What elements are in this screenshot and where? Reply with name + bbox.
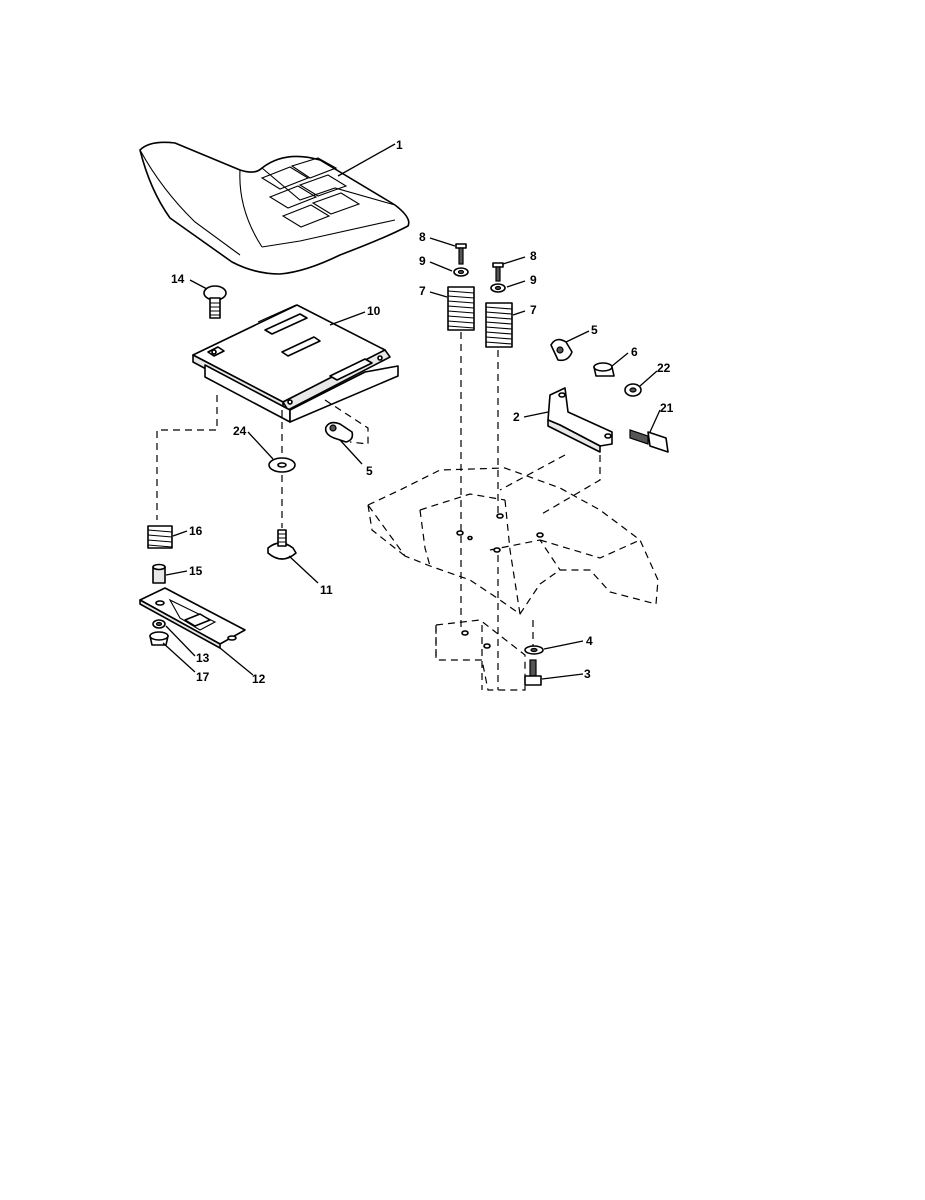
spring-7-right [485, 302, 513, 348]
callout-8-left: 8 [419, 230, 426, 244]
callout-21: 21 [660, 401, 674, 415]
callout-13: 13 [196, 651, 210, 665]
callout-14: 14 [171, 272, 185, 286]
spring-16 [147, 525, 173, 549]
callout-10: 10 [367, 304, 381, 318]
lock-washer [152, 619, 166, 629]
callout-22: 22 [657, 361, 671, 375]
washer-9-right [490, 283, 506, 293]
callout-7-left: 7 [419, 284, 426, 298]
flat-washer-24 [268, 457, 296, 473]
washer-22 [624, 383, 642, 397]
washer-9-left [453, 267, 469, 277]
tractor-frame-phantom [367, 467, 659, 691]
bracket-plate [139, 587, 246, 649]
callout-24: 24 [233, 424, 247, 438]
shoulder-bolt [629, 429, 669, 453]
callout-8-right: 8 [530, 249, 537, 263]
callout-9-right: 9 [530, 273, 537, 287]
callout-7-right: 7 [530, 303, 537, 317]
bolt-8-left [455, 243, 467, 265]
hex-nut-6 [593, 362, 615, 377]
callout-17: 17 [196, 670, 210, 684]
hex-bolt-3 [524, 659, 542, 686]
seat-clip-left [324, 399, 369, 445]
callout-16: 16 [189, 524, 203, 538]
alignment-lines-left [156, 395, 283, 528]
callout-11: 11 [320, 583, 333, 597]
spacer [152, 563, 166, 584]
callout-2: 2 [513, 410, 520, 424]
callout-6: 6 [631, 345, 638, 359]
seat-pan [192, 304, 399, 423]
callout-1: 1 [396, 138, 403, 152]
seat [139, 141, 410, 275]
callout-12: 12 [252, 672, 266, 686]
carriage-bolt [203, 285, 227, 319]
callout-5-left: 5 [366, 464, 373, 478]
callout-labels: 1 14 10 24 5 16 15 11 13 17 12 8 9 7 8 9… [171, 138, 674, 686]
seat-clip-right [550, 338, 573, 362]
callout-15: 15 [189, 564, 203, 578]
alignment-lines-right [460, 332, 601, 690]
adjustment-knob [267, 529, 297, 560]
callout-9-left: 9 [419, 254, 426, 268]
callout-4: 4 [586, 634, 593, 648]
bolt-8-right [492, 262, 504, 282]
nut-17 [149, 631, 169, 646]
leader-lines [162, 143, 661, 680]
washer-4 [524, 645, 544, 655]
callout-3: 3 [584, 667, 591, 681]
callout-5-right: 5 [591, 323, 598, 337]
pivot-bracket [547, 387, 613, 453]
spring-7-left [447, 286, 475, 331]
